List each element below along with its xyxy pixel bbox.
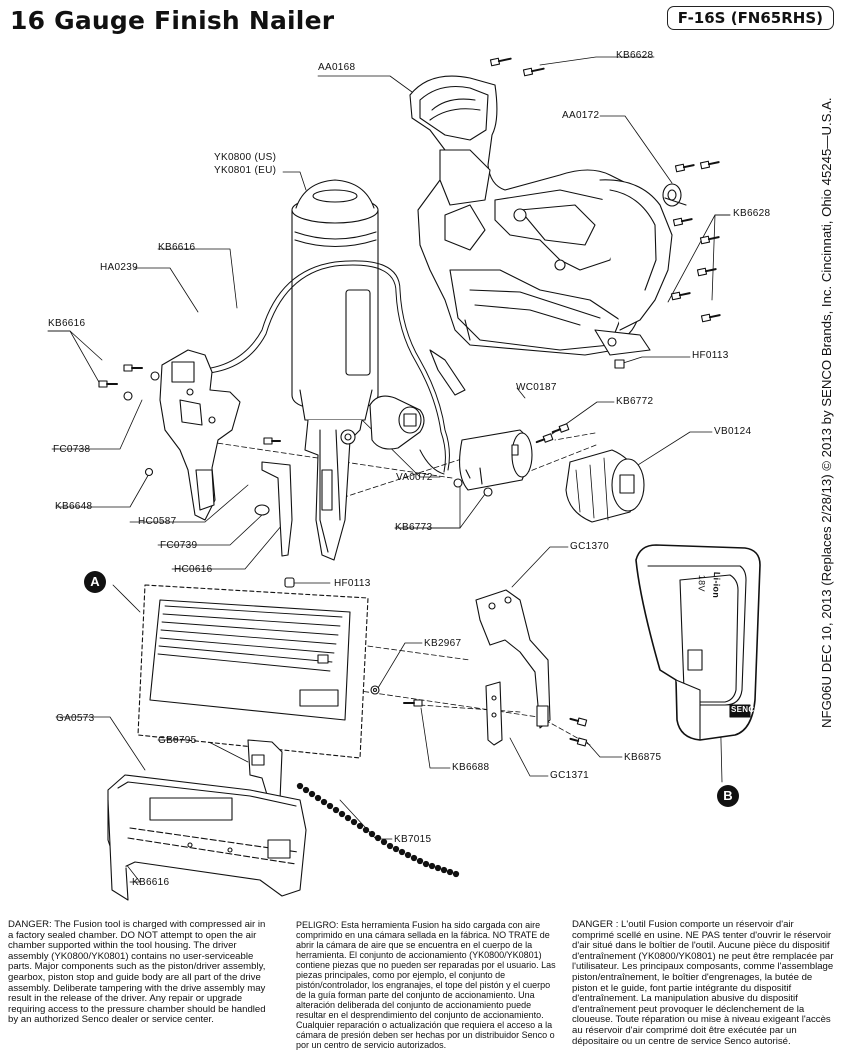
label-fc0739: FC0739 bbox=[160, 540, 198, 551]
callout-b: B bbox=[717, 785, 739, 807]
magazine-body-ga0573 bbox=[107, 774, 307, 901]
label-gc1370: GC1370 bbox=[570, 541, 610, 552]
magazine-side-panel bbox=[137, 584, 369, 759]
screws-kb6772 bbox=[535, 423, 570, 444]
danger-notice-spanish: PELIGRO: Esta herramienta Fusion ha sido… bbox=[296, 920, 556, 1050]
label-kb6772: KB6772 bbox=[616, 396, 654, 407]
label-hc0616: HC0616 bbox=[174, 564, 213, 575]
label-gb0795: GB0795 bbox=[158, 735, 197, 746]
battery-brand-label: SENCO bbox=[731, 705, 761, 714]
label-kb6628-right: KB6628 bbox=[733, 208, 771, 219]
battery-type-label: Li-ion bbox=[711, 571, 722, 599]
motor-wc0187 bbox=[453, 429, 533, 497]
wire-harness bbox=[189, 260, 450, 475]
battery-pack bbox=[635, 544, 761, 741]
label-aa0168: AA0168 bbox=[318, 62, 356, 73]
hf0113-bottom-part bbox=[284, 577, 295, 588]
label-yk0801: YK0801 (EU) bbox=[214, 165, 277, 176]
label-kb6616-top: KB6616 bbox=[158, 242, 196, 253]
nail-strip-kb7015 bbox=[296, 782, 460, 878]
label-yk0800: YK0800 (US) bbox=[214, 152, 277, 163]
label-ha0239: HA0239 bbox=[100, 262, 138, 273]
label-kb6628-top: KB6628 bbox=[616, 50, 654, 61]
label-kb6648: KB6648 bbox=[55, 501, 93, 512]
housing-mount-knob bbox=[662, 183, 687, 207]
page-title: 16 Gauge Finish Nailer bbox=[10, 6, 335, 35]
label-ga0573: GA0573 bbox=[56, 713, 95, 724]
battery-voltage-label: 18V bbox=[696, 574, 707, 592]
label-kb2967: KB2967 bbox=[424, 638, 462, 649]
gearbox-coupling bbox=[369, 395, 425, 450]
label-fc0738: FC0738 bbox=[53, 444, 91, 455]
screw-kb6688 bbox=[403, 699, 423, 707]
housing-half-left bbox=[409, 75, 673, 396]
hf0113-top-part bbox=[614, 359, 625, 369]
label-kb6616-left: KB6616 bbox=[48, 318, 86, 329]
model-number-badge: F-16S (FN65RHS) bbox=[666, 6, 834, 30]
label-wc0187: WC0187 bbox=[516, 382, 557, 393]
screws-kb6628 bbox=[489, 57, 721, 323]
driver-assembly-cylinder bbox=[291, 179, 379, 561]
label-kb7015: KB7015 bbox=[394, 834, 432, 845]
danger-notice-english: DANGER: The Fusion tool is charged with … bbox=[8, 919, 266, 1026]
label-vb0124: VB0124 bbox=[714, 426, 752, 437]
label-kb6773: KB6773 bbox=[395, 522, 433, 533]
trigger-links bbox=[254, 461, 293, 557]
label-hc0587: HC0587 bbox=[138, 516, 177, 527]
small-screws-left bbox=[98, 364, 281, 477]
label-aa0172: AA0172 bbox=[562, 110, 600, 121]
danger-notice-french: DANGER : L'outil Fusion comporte un rése… bbox=[572, 919, 834, 1047]
label-va0072: VA0072 bbox=[396, 472, 433, 483]
callout-a: A bbox=[84, 571, 106, 593]
label-kb6875: KB6875 bbox=[624, 752, 662, 763]
washer-kb2967 bbox=[370, 685, 380, 695]
trigger-assembly bbox=[159, 349, 241, 521]
label-hf0113-top: HF0113 bbox=[692, 350, 729, 361]
label-hf0113-bottom: HF0113 bbox=[334, 578, 371, 589]
screws-kb6875 bbox=[569, 717, 588, 747]
label-kb6616-bottom: KB6616 bbox=[132, 877, 170, 888]
label-gc1371: GC1371 bbox=[550, 770, 590, 781]
label-kb6688: KB6688 bbox=[452, 762, 490, 773]
bracket-gc1371 bbox=[485, 681, 549, 746]
bracket-gc1370 bbox=[475, 589, 551, 729]
motor-vb0124 bbox=[565, 449, 645, 523]
